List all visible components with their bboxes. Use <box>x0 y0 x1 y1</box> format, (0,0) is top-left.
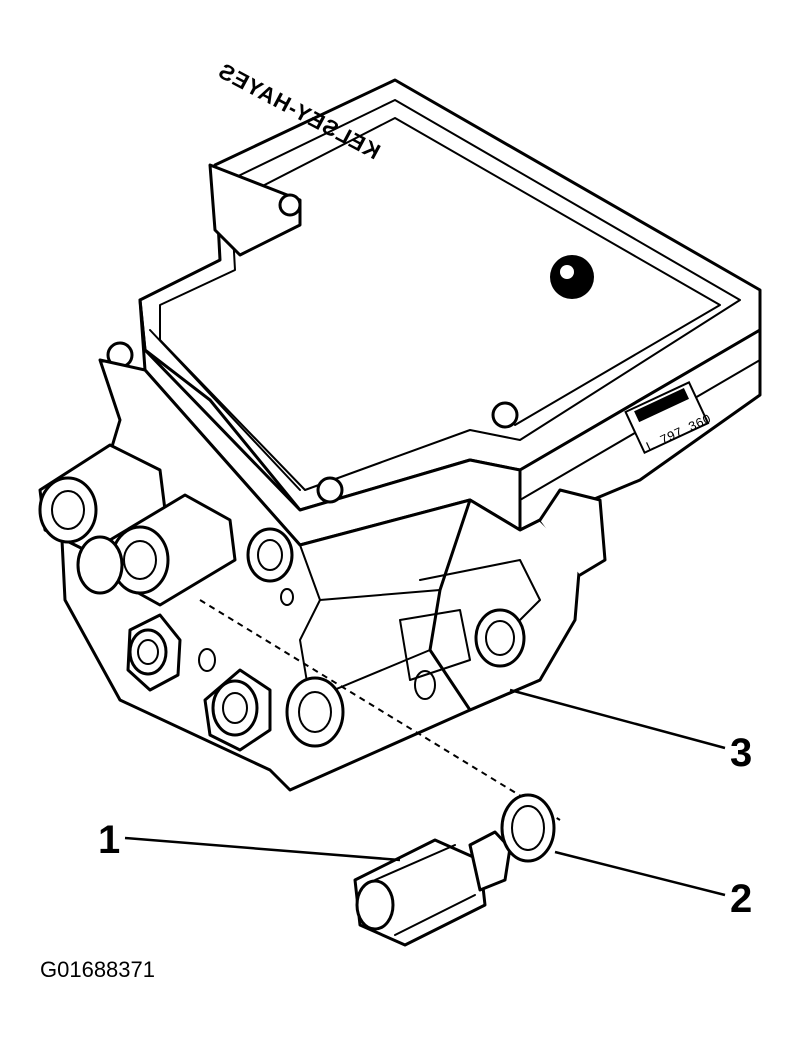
figure-id-label: G01688371 <box>40 957 155 982</box>
exploded-axis-line <box>199 599 561 821</box>
callout-3: 3 <box>730 731 752 775</box>
hydraulic-modulator-body <box>58 358 607 792</box>
leader-line-2 <box>554 850 726 897</box>
leader-line-1 <box>124 836 401 862</box>
part-2-o-ring <box>500 793 556 863</box>
brake-line-fitting-middle <box>76 535 124 595</box>
open-port-bottom <box>285 676 345 748</box>
callout-1: 1 <box>98 818 120 862</box>
brake-line-fitting-upper-right <box>108 493 237 607</box>
plugged-port-left <box>126 613 216 692</box>
leader-line-3 <box>509 688 726 750</box>
cover-screw-left <box>106 193 519 504</box>
part-1-plug-fitting <box>353 830 512 947</box>
brand-logo-icon <box>550 255 594 299</box>
plugged-port-bottom <box>203 668 272 752</box>
callout-2: 2 <box>730 877 752 921</box>
